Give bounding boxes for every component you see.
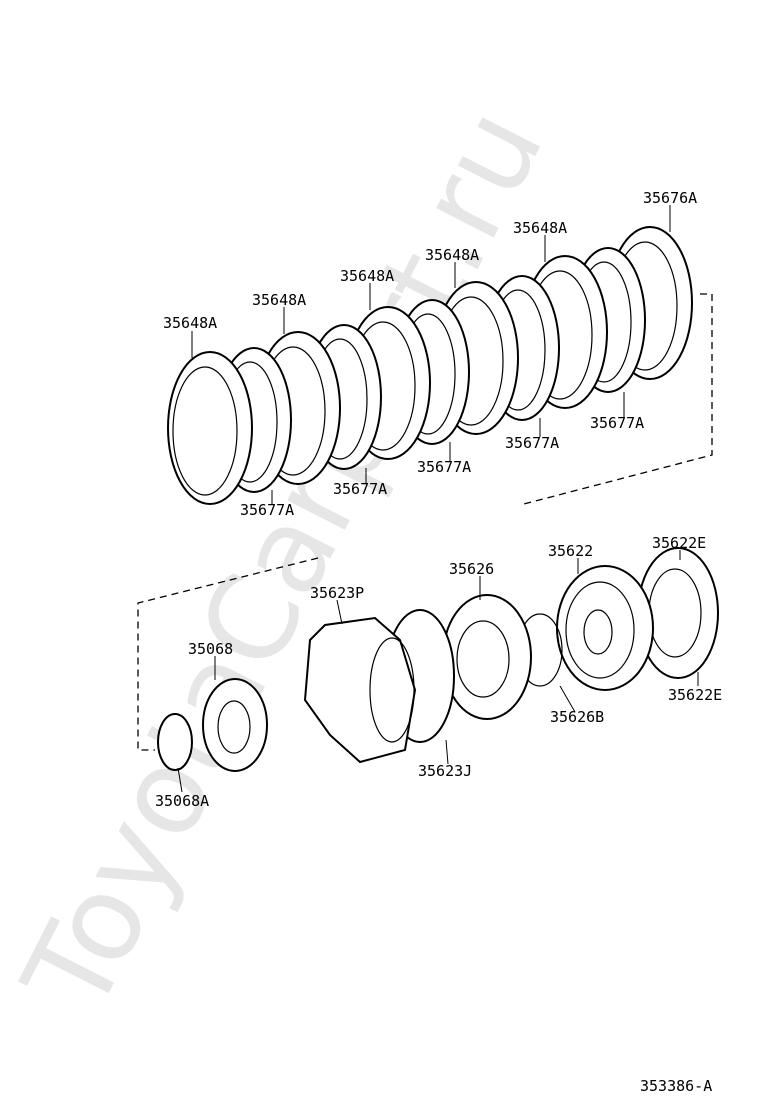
label-35623J[interactable]: 35623J (418, 762, 472, 780)
lower-assembly (157, 547, 719, 772)
label-35068A[interactable]: 35068A (155, 792, 209, 810)
leader-lines (177, 205, 699, 793)
label-35622[interactable]: 35622 (548, 542, 593, 560)
label-35068[interactable]: 35068 (188, 640, 233, 658)
clutch-pack (167, 226, 693, 505)
label-35677A-4[interactable]: 35677A (505, 434, 559, 452)
label-35648A-1[interactable]: 35648A (163, 314, 217, 332)
label-35648A-5[interactable]: 35648A (513, 219, 567, 237)
label-35648A-2[interactable]: 35648A (252, 291, 306, 309)
label-35648A-4[interactable]: 35648A (425, 246, 479, 264)
plate-35648A-1[interactable] (167, 351, 253, 505)
label-35622E-top[interactable]: 35622E (652, 534, 706, 552)
label-35677A-5[interactable]: 35677A (590, 414, 644, 432)
assembly-guide-lines (137, 293, 713, 751)
label-35623P[interactable]: 35623P (310, 584, 364, 602)
label-35626B[interactable]: 35626B (550, 708, 604, 726)
diagram-code: 353386-A (640, 1077, 712, 1095)
label-35626[interactable]: 35626 (449, 560, 494, 578)
bearing-35068[interactable] (202, 678, 268, 772)
piston-35622[interactable] (556, 565, 654, 691)
label-35677A-3[interactable]: 35677A (417, 458, 471, 476)
label-35648A-3[interactable]: 35648A (340, 267, 394, 285)
label-35622E-bottom[interactable]: 35622E (668, 686, 722, 704)
label-35677A-1[interactable]: 35677A (240, 501, 294, 519)
label-35677A-2[interactable]: 35677A (333, 480, 387, 498)
part-35626[interactable] (442, 594, 532, 720)
snap-ring-35068A[interactable] (157, 713, 193, 771)
part-labels: 35676A 35648A 35648A 35648A 35648A 35648… (155, 189, 722, 810)
label-35676A[interactable]: 35676A (643, 189, 697, 207)
